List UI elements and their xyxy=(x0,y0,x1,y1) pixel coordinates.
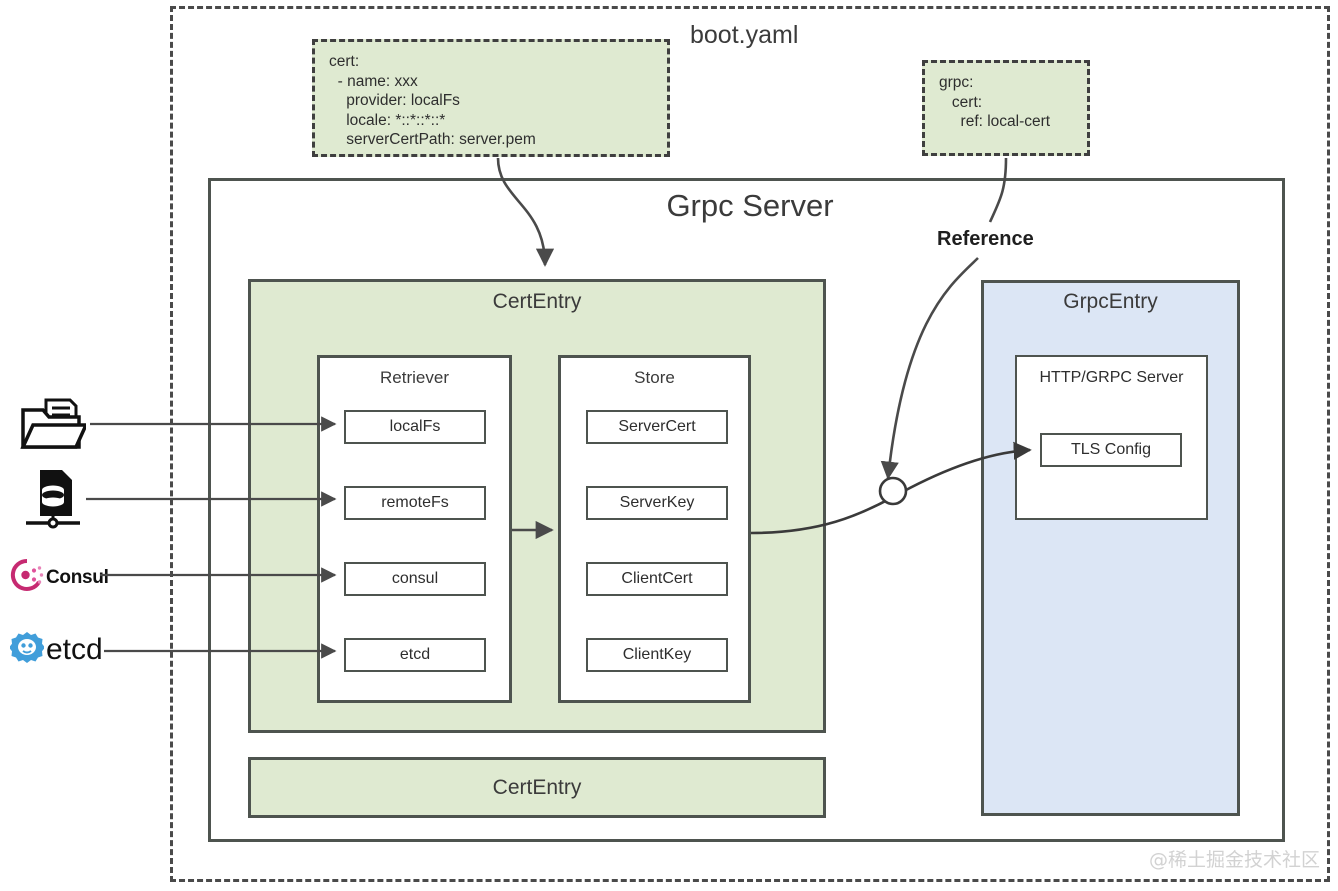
boot-yaml-label: boot.yaml xyxy=(690,21,799,49)
cert-entry-secondary-title: CertEntry xyxy=(492,776,582,799)
retriever-title: Retriever xyxy=(380,368,449,387)
store-item-serverkey[interactable]: ServerKey xyxy=(586,486,728,520)
consul-mark-icon xyxy=(10,558,44,597)
etcd-logo: etcd xyxy=(9,630,103,669)
consul-label: Consul xyxy=(46,566,109,588)
retriever-item-etcd[interactable]: etcd xyxy=(344,638,486,672)
store-item-clientkey[interactable]: ClientKey xyxy=(586,638,728,672)
cert-yaml-note: cert: - name: xxx provider: localFs loca… xyxy=(312,39,670,157)
remote-file-database-icon xyxy=(22,468,84,535)
consul-logo: Consul xyxy=(10,558,109,597)
grpc-entry-title: GrpcEntry xyxy=(1063,290,1158,313)
retriever-item-consul[interactable]: consul xyxy=(344,562,486,596)
store-title: Store xyxy=(634,368,675,387)
watermark: @稀土掘金技术社区 xyxy=(1148,849,1320,871)
local-folder-icon xyxy=(20,398,89,459)
http-grpc-server-title: HTTP/GRPC Server xyxy=(1039,369,1184,386)
boot-yaml-frame xyxy=(170,6,1330,882)
store-panel: Store ServerCert ServerKey ClientCert Cl… xyxy=(558,355,751,703)
store-item-clientcert[interactable]: ClientCert xyxy=(586,562,728,596)
grpc-yaml-note: grpc: cert: ref: local-cert xyxy=(922,60,1090,156)
retriever-panel: Retriever localFs remoteFs consul etcd xyxy=(317,355,512,703)
reference-label: Reference xyxy=(937,228,1034,250)
store-item-servercert[interactable]: ServerCert xyxy=(586,410,728,444)
retriever-item-localfs[interactable]: localFs xyxy=(344,410,486,444)
retriever-item-remotefs[interactable]: remoteFs xyxy=(344,486,486,520)
etcd-label: etcd xyxy=(46,632,103,666)
cert-entry-secondary-panel xyxy=(248,757,826,818)
etcd-mark-icon xyxy=(9,630,45,669)
grpc-server-title: Grpc Server xyxy=(666,188,834,223)
cert-entry-title: CertEntry xyxy=(492,290,582,313)
tls-config-box[interactable]: TLS Config xyxy=(1040,433,1182,467)
